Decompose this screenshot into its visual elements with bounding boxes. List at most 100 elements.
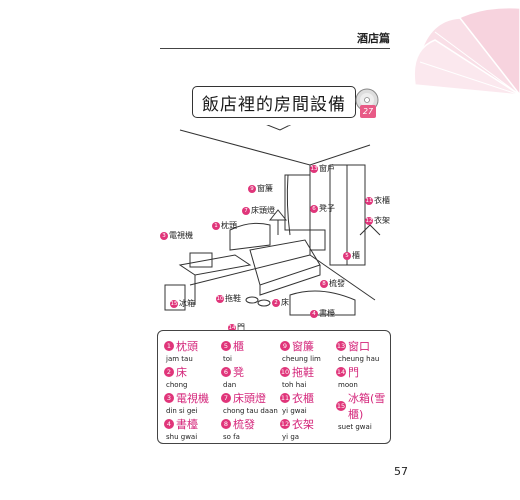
vocab-romanization: jam tau bbox=[166, 355, 193, 363]
vocab-chinese: 衣架 bbox=[292, 418, 314, 431]
vocab-number: 10 bbox=[280, 367, 290, 377]
vocab-chinese: 窗口 bbox=[348, 340, 370, 353]
vocab-number: 3 bbox=[164, 393, 174, 403]
label-text: 窗戶 bbox=[319, 164, 335, 173]
section-title: 酒店篇 bbox=[357, 32, 390, 45]
vocab-number: 8 bbox=[221, 419, 231, 429]
label-text: 凳子 bbox=[319, 204, 335, 213]
vocab-chinese: 電視機 bbox=[176, 392, 209, 405]
label-text: 冰箱 bbox=[179, 299, 195, 308]
label-text: 衣櫃 bbox=[374, 196, 390, 205]
vocab-chinese: 冰箱(雪櫃) bbox=[348, 392, 386, 421]
label-text: 衣架 bbox=[374, 216, 390, 225]
track-number-badge: 27 bbox=[360, 105, 376, 118]
label-number: 9 bbox=[248, 184, 256, 193]
vocab-number: 5 bbox=[221, 341, 231, 351]
decorative-fan-graphic bbox=[413, 6, 520, 95]
label-number: 8 bbox=[320, 279, 328, 288]
label-text: 電視機 bbox=[169, 231, 193, 240]
vocab-number: 9 bbox=[280, 341, 290, 351]
vocab-chinese: 凳 bbox=[233, 366, 244, 379]
vocab-number: 12 bbox=[280, 419, 290, 429]
vocab-number: 4 bbox=[164, 419, 174, 429]
vocab-chinese: 拖鞋 bbox=[292, 366, 314, 379]
vocab-number: 7 bbox=[221, 393, 231, 403]
vocab-number: 14 bbox=[336, 367, 346, 377]
vocab-chinese: 梳發 bbox=[233, 418, 255, 431]
vocab-romanization: chong tau daan bbox=[223, 407, 278, 415]
label-text: 窗簾 bbox=[257, 184, 273, 193]
label-number: 12 bbox=[365, 216, 373, 225]
vocab-number: 2 bbox=[164, 367, 174, 377]
label-number: 11 bbox=[365, 196, 373, 205]
label-text: 門 bbox=[237, 323, 245, 332]
vocab-romanization: cheung lim bbox=[282, 355, 321, 363]
vocab-romanization: so fa bbox=[223, 433, 240, 441]
label-text: 床 bbox=[281, 298, 289, 307]
vocab-romanization: din si gei bbox=[166, 407, 198, 415]
label-number: 15 bbox=[170, 299, 178, 308]
label-number: 6 bbox=[310, 204, 318, 213]
vocab-romanization: suet gwai bbox=[338, 423, 372, 431]
room-line-drawing bbox=[164, 125, 381, 316]
label-number: 5 bbox=[343, 251, 351, 260]
label-number: 14 bbox=[228, 323, 236, 332]
label-number: 2 bbox=[272, 298, 280, 307]
label-number: 7 bbox=[242, 206, 250, 215]
page-title: 飯店裡的房間設備 bbox=[192, 86, 356, 118]
vocab-chinese: 床 bbox=[176, 366, 187, 379]
page-number: 57 bbox=[394, 465, 408, 478]
vocab-chinese: 書檯 bbox=[176, 418, 198, 431]
vocab-romanization: yi ga bbox=[282, 433, 300, 441]
vocab-number: 11 bbox=[280, 393, 290, 403]
vocab-romanization: shu gwai bbox=[166, 433, 198, 441]
vocab-number: 6 bbox=[221, 367, 231, 377]
label-text: 拖鞋 bbox=[225, 294, 241, 303]
vocab-number: 13 bbox=[336, 341, 346, 351]
label-text: 床頭燈 bbox=[251, 206, 275, 215]
vocab-number: 1 bbox=[164, 341, 174, 351]
label-number: 10 bbox=[216, 294, 224, 303]
vocab-romanization: toi bbox=[223, 355, 232, 363]
label-number: 4 bbox=[310, 309, 318, 318]
page-header: 酒店篇 bbox=[160, 28, 390, 49]
vocab-number: 15 bbox=[336, 401, 346, 411]
label-text: 櫃 bbox=[352, 251, 360, 260]
label-number: 3 bbox=[160, 231, 168, 240]
label-number: 1 bbox=[212, 221, 220, 230]
vocab-chinese: 門 bbox=[348, 366, 359, 379]
label-number: 13 bbox=[310, 164, 318, 173]
vocab-romanization: cheung hau bbox=[338, 355, 380, 363]
vocab-romanization: chong bbox=[166, 381, 188, 389]
